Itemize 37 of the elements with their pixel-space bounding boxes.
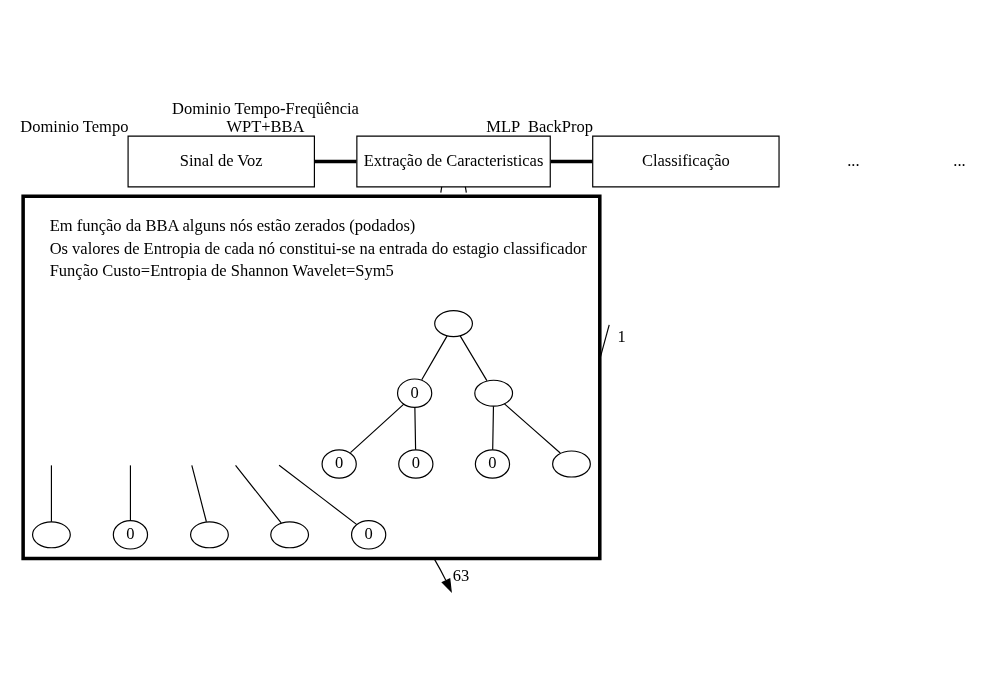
node-label: Dominio Tempo <box>20 116 129 136</box>
node-ellipse <box>434 310 473 338</box>
connector <box>414 407 417 451</box>
connector <box>314 159 357 164</box>
connector <box>234 464 282 524</box>
connector <box>50 464 52 523</box>
connector <box>278 464 358 525</box>
label: ... <box>847 150 860 170</box>
node-ellipse: 0 <box>350 520 387 550</box>
connector <box>459 335 488 382</box>
edge-label: 1 <box>617 326 626 346</box>
node-box: Extração de Caracteristicas <box>356 135 551 188</box>
node-box: Classificação <box>592 135 780 188</box>
node-ellipse <box>31 521 71 549</box>
connector <box>492 405 495 451</box>
node-ellipse: 0 <box>321 449 357 479</box>
node-ellipse: 0 <box>396 378 433 408</box>
node-ellipse: 0 <box>112 520 149 550</box>
edge-label: 63 <box>452 566 470 586</box>
node-box: Sinal de Voz <box>127 135 315 188</box>
node-ellipse <box>552 450 591 478</box>
connector <box>503 403 561 454</box>
connector <box>550 159 593 164</box>
connector <box>599 324 610 360</box>
node-ellipse: 0 <box>398 449 434 479</box>
connector <box>191 464 207 523</box>
connector <box>349 403 405 454</box>
node-ellipse <box>474 379 514 407</box>
label: ... <box>953 150 966 170</box>
node-ellipse: 0 <box>474 449 511 479</box>
arrow <box>433 557 452 593</box>
node-label: MLP BackProp <box>486 116 593 136</box>
node-ellipse <box>270 521 310 549</box>
connector <box>129 464 132 522</box>
connector <box>421 335 448 381</box>
node-label: Dominio Tempo-Freqüência <box>172 98 359 118</box>
node-ellipse <box>190 521 229 549</box>
